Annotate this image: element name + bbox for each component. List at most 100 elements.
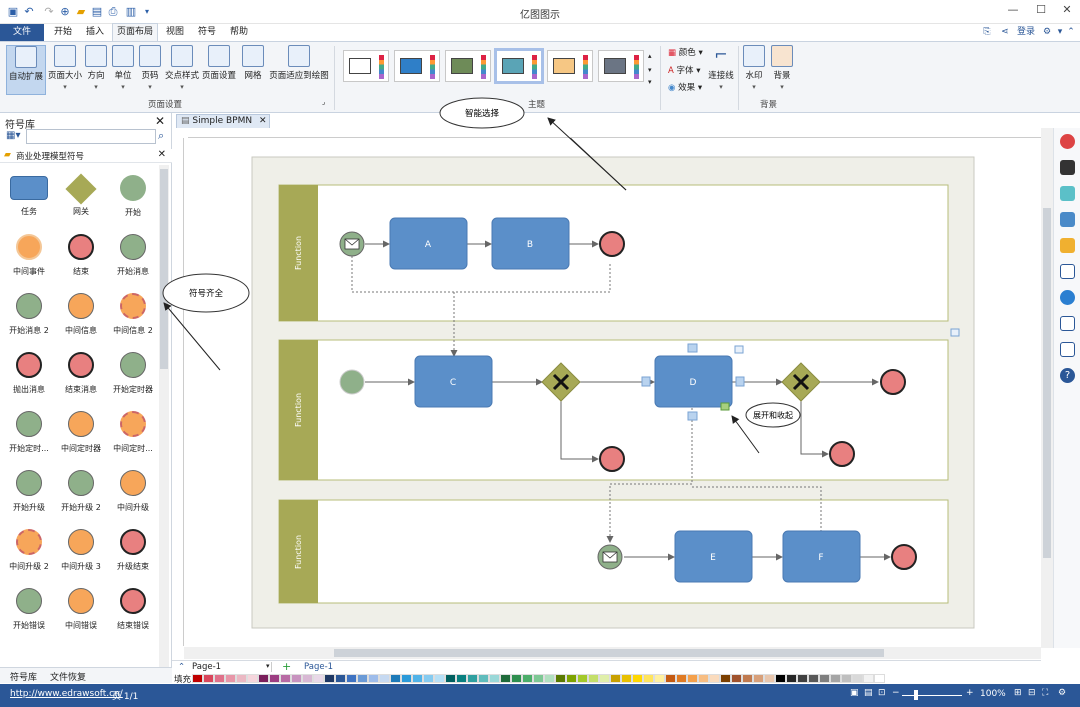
color-swatch[interactable] — [841, 674, 852, 683]
color-swatch[interactable] — [698, 674, 709, 683]
menu-help[interactable]: 帮助 — [229, 27, 248, 37]
theme-6[interactable] — [598, 50, 644, 82]
color-swatch[interactable] — [423, 674, 434, 683]
page-selector-dropdown-icon[interactable]: ▾ — [266, 662, 270, 670]
color-swatch[interactable] — [467, 674, 478, 683]
color-swatch[interactable] — [357, 674, 368, 683]
page-up-icon[interactable]: ⌃ — [178, 662, 186, 672]
page-selector[interactable]: Page-1 — [192, 662, 272, 672]
background-button[interactable]: 背景▾ — [770, 45, 794, 91]
theme-2[interactable] — [394, 50, 440, 82]
horizontal-scrollbar[interactable] — [184, 647, 1041, 659]
symbol-item[interactable]: 中间信息 — [56, 293, 106, 336]
color-swatch[interactable] — [874, 674, 885, 683]
theme-1[interactable] — [343, 50, 389, 82]
color-swatch[interactable] — [533, 674, 544, 683]
document-icon[interactable] — [1060, 264, 1075, 279]
color-swatch[interactable] — [676, 674, 687, 683]
share-doc-icon[interactable]: ⎘ — [983, 27, 991, 37]
color-swatch[interactable] — [621, 674, 632, 683]
effect-button[interactable]: ◉ 效果 ▾ — [668, 83, 703, 93]
full-screen-icon[interactable]: ⛶ — [1042, 688, 1049, 698]
color-swatch[interactable] — [478, 674, 489, 683]
settings-icon[interactable]: ⚙ — [1058, 688, 1067, 698]
color-swatch[interactable] — [863, 674, 874, 683]
color-swatch[interactable] — [214, 674, 225, 683]
symbol-item[interactable]: 结束消息 — [56, 352, 106, 395]
color-swatch[interactable] — [346, 674, 357, 683]
font-button[interactable]: A 字体 ▾ — [668, 66, 701, 76]
task-e[interactable]: E — [674, 530, 753, 583]
color-swatch[interactable] — [830, 674, 841, 683]
page-setup-button[interactable]: 页面设置 — [202, 45, 236, 81]
color-swatch[interactable] — [786, 674, 797, 683]
zoom-thumb[interactable] — [914, 690, 918, 700]
symbol-item[interactable]: 开始消息 — [108, 234, 158, 277]
task-a[interactable]: A — [389, 217, 468, 270]
color-swatch[interactable] — [401, 674, 412, 683]
color-swatch[interactable] — [720, 674, 731, 683]
page-view-icon[interactable]: ▤ — [864, 688, 873, 698]
color-swatch[interactable] — [192, 674, 203, 683]
tab-symbol-library[interactable]: 符号库 — [10, 673, 38, 683]
symbol-item[interactable]: 中间升级 3 — [56, 529, 106, 572]
color-swatch[interactable] — [544, 674, 555, 683]
orientation-button[interactable]: 方向▾ — [84, 45, 108, 91]
close-tab-icon[interactable]: ✕ — [258, 116, 267, 126]
color-swatch[interactable] — [731, 674, 742, 683]
end-event[interactable] — [891, 544, 917, 570]
page-number-button[interactable]: 页码▾ — [138, 45, 162, 91]
add-page-icon[interactable]: + — [282, 660, 292, 673]
end-event[interactable] — [599, 231, 625, 257]
color-swatch[interactable] — [456, 674, 467, 683]
zoom-in-icon[interactable]: + — [966, 688, 974, 698]
end-event[interactable] — [880, 369, 906, 395]
website-link[interactable]: http://www.edrawsoft.cn/ — [10, 689, 123, 699]
symbol-item[interactable]: 中间定时... — [108, 411, 158, 454]
color-swatch[interactable] — [819, 674, 830, 683]
color-swatch[interactable] — [302, 674, 313, 683]
symbol-item[interactable]: 开始升级 — [4, 470, 54, 513]
scroll-thumb[interactable] — [334, 649, 884, 657]
exclusive-gateway[interactable] — [541, 362, 581, 402]
minimize-icon[interactable]: — — [1007, 3, 1019, 16]
line-icon[interactable] — [1060, 160, 1075, 175]
color-swatch[interactable] — [269, 674, 280, 683]
color-swatch[interactable] — [522, 674, 533, 683]
color-swatch[interactable] — [368, 674, 379, 683]
selection-handles[interactable] — [641, 328, 960, 421]
print-icon[interactable]: ⎙ — [108, 4, 118, 18]
color-swatch[interactable] — [665, 674, 676, 683]
color-swatch[interactable] — [632, 674, 643, 683]
symbol-item[interactable]: 任务 — [4, 175, 54, 217]
symbol-item[interactable]: 中间升级 2 — [4, 529, 54, 572]
menu-view[interactable]: 视图 — [165, 27, 184, 37]
globe-icon[interactable] — [1060, 290, 1075, 305]
color-swatch[interactable] — [379, 674, 390, 683]
zoom-slider[interactable] — [902, 695, 962, 696]
shadow-icon[interactable] — [1060, 186, 1075, 201]
vertical-scrollbar[interactable] — [1041, 128, 1053, 648]
layers-icon[interactable] — [1060, 238, 1075, 253]
page-setup-launcher-icon[interactable]: ⌟ — [322, 98, 326, 106]
theme-4-selected[interactable] — [494, 48, 544, 84]
document-tab[interactable]: ▤ Simple BPMN ✕ — [176, 114, 270, 128]
color-button[interactable]: ▦ 颜色 ▾ — [668, 48, 703, 58]
connector-button[interactable]: ⌐连接线▾ — [704, 45, 738, 91]
symbol-item[interactable]: 中间事件 — [4, 234, 54, 277]
color-swatch[interactable] — [500, 674, 511, 683]
menu-file[interactable]: 文件 — [0, 24, 44, 41]
color-swatch[interactable] — [247, 674, 258, 683]
close-icon[interactable]: ✕ — [1062, 3, 1072, 16]
menu-page-layout[interactable]: 页面布局 — [112, 23, 158, 41]
watermark-button[interactable]: 水印▾ — [742, 45, 766, 91]
undo-icon[interactable]: ↶ — [24, 5, 34, 18]
scroll-thumb[interactable] — [160, 169, 168, 369]
new-icon[interactable]: ⊕ — [60, 5, 70, 18]
panel-scrollbar[interactable] — [159, 165, 169, 675]
symbol-item[interactable]: 抛出消息 — [4, 352, 54, 395]
symbol-item[interactable]: 结束 — [56, 234, 106, 277]
color-swatch[interactable] — [313, 674, 324, 683]
page-tab-active[interactable]: Page-1 — [304, 662, 334, 672]
symbol-item[interactable]: 开始定时... — [4, 411, 54, 454]
